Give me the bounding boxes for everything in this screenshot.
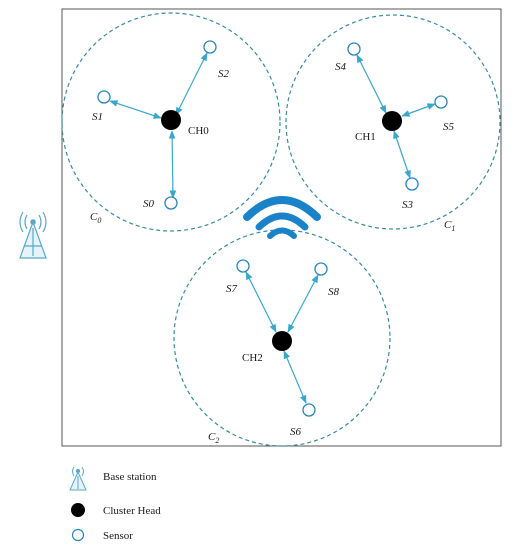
cluster-head-ch0 <box>161 110 181 130</box>
cluster-head-ch1 <box>382 111 402 131</box>
legend-cluster-head-icon <box>71 503 85 517</box>
label-s3: S3 <box>402 199 414 211</box>
label-cluster-c0: C0 <box>90 211 101 225</box>
cluster-head-ch2 <box>272 331 292 351</box>
sensor-s4 <box>347 42 361 56</box>
cluster-c0-boundary <box>61 12 281 232</box>
sensor-s1 <box>97 90 111 104</box>
cluster-c2: CH2 S7 S8 S6 C2 <box>173 229 391 447</box>
legend-sensor-label: Sensor <box>103 530 133 542</box>
legend-base-station-icon <box>69 466 87 491</box>
label-s2: S2 <box>218 68 230 80</box>
label-ch2: CH2 <box>242 352 263 364</box>
link-ch0-s2 <box>175 52 208 116</box>
link-ch1-s4 <box>356 54 387 114</box>
label-s4: S4 <box>335 61 347 73</box>
legend-base-station-label: Base station <box>103 471 157 483</box>
label-s1: S1 <box>92 111 103 123</box>
label-s5: S5 <box>443 121 455 133</box>
legend: Base station Cluster Head Sensor <box>69 466 161 542</box>
link-ch1-s3 <box>393 130 411 179</box>
sensor-s0 <box>164 196 178 210</box>
label-s6: S6 <box>290 426 302 438</box>
sensor-s3 <box>405 177 419 191</box>
label-s0: S0 <box>143 198 155 210</box>
sensor-s5 <box>434 95 448 109</box>
label-cluster-c2: C2 <box>208 431 219 445</box>
sensor-s7 <box>236 259 250 273</box>
link-ch2-s8 <box>287 274 319 333</box>
sensor-s2 <box>203 40 217 54</box>
label-s7: S7 <box>226 283 238 295</box>
label-ch1: CH1 <box>355 131 376 143</box>
sensor-s6 <box>302 403 316 417</box>
link-ch2-s7 <box>245 271 277 333</box>
label-cluster-c1: C1 <box>444 219 455 233</box>
legend-cluster-head-label: Cluster Head <box>103 505 161 517</box>
sensor-s8 <box>314 262 328 276</box>
cluster-c2-boundary <box>173 229 391 447</box>
label-ch0: CH0 <box>188 125 209 137</box>
link-ch0-s0 <box>168 130 177 199</box>
link-ch0-s1 <box>109 100 162 119</box>
wifi-icon <box>243 196 321 239</box>
cluster-c1: CH1 S4 S5 S3 C1 <box>285 14 501 233</box>
base-station-icon <box>19 211 47 259</box>
cluster-c0: CH0 S2 S1 S0 C0 <box>61 12 281 232</box>
link-ch2-s6 <box>283 350 307 404</box>
cluster-c1-boundary <box>285 14 501 230</box>
legend-sensor-icon <box>71 528 85 542</box>
link-ch1-s5 <box>401 103 436 117</box>
label-s8: S8 <box>328 286 340 298</box>
